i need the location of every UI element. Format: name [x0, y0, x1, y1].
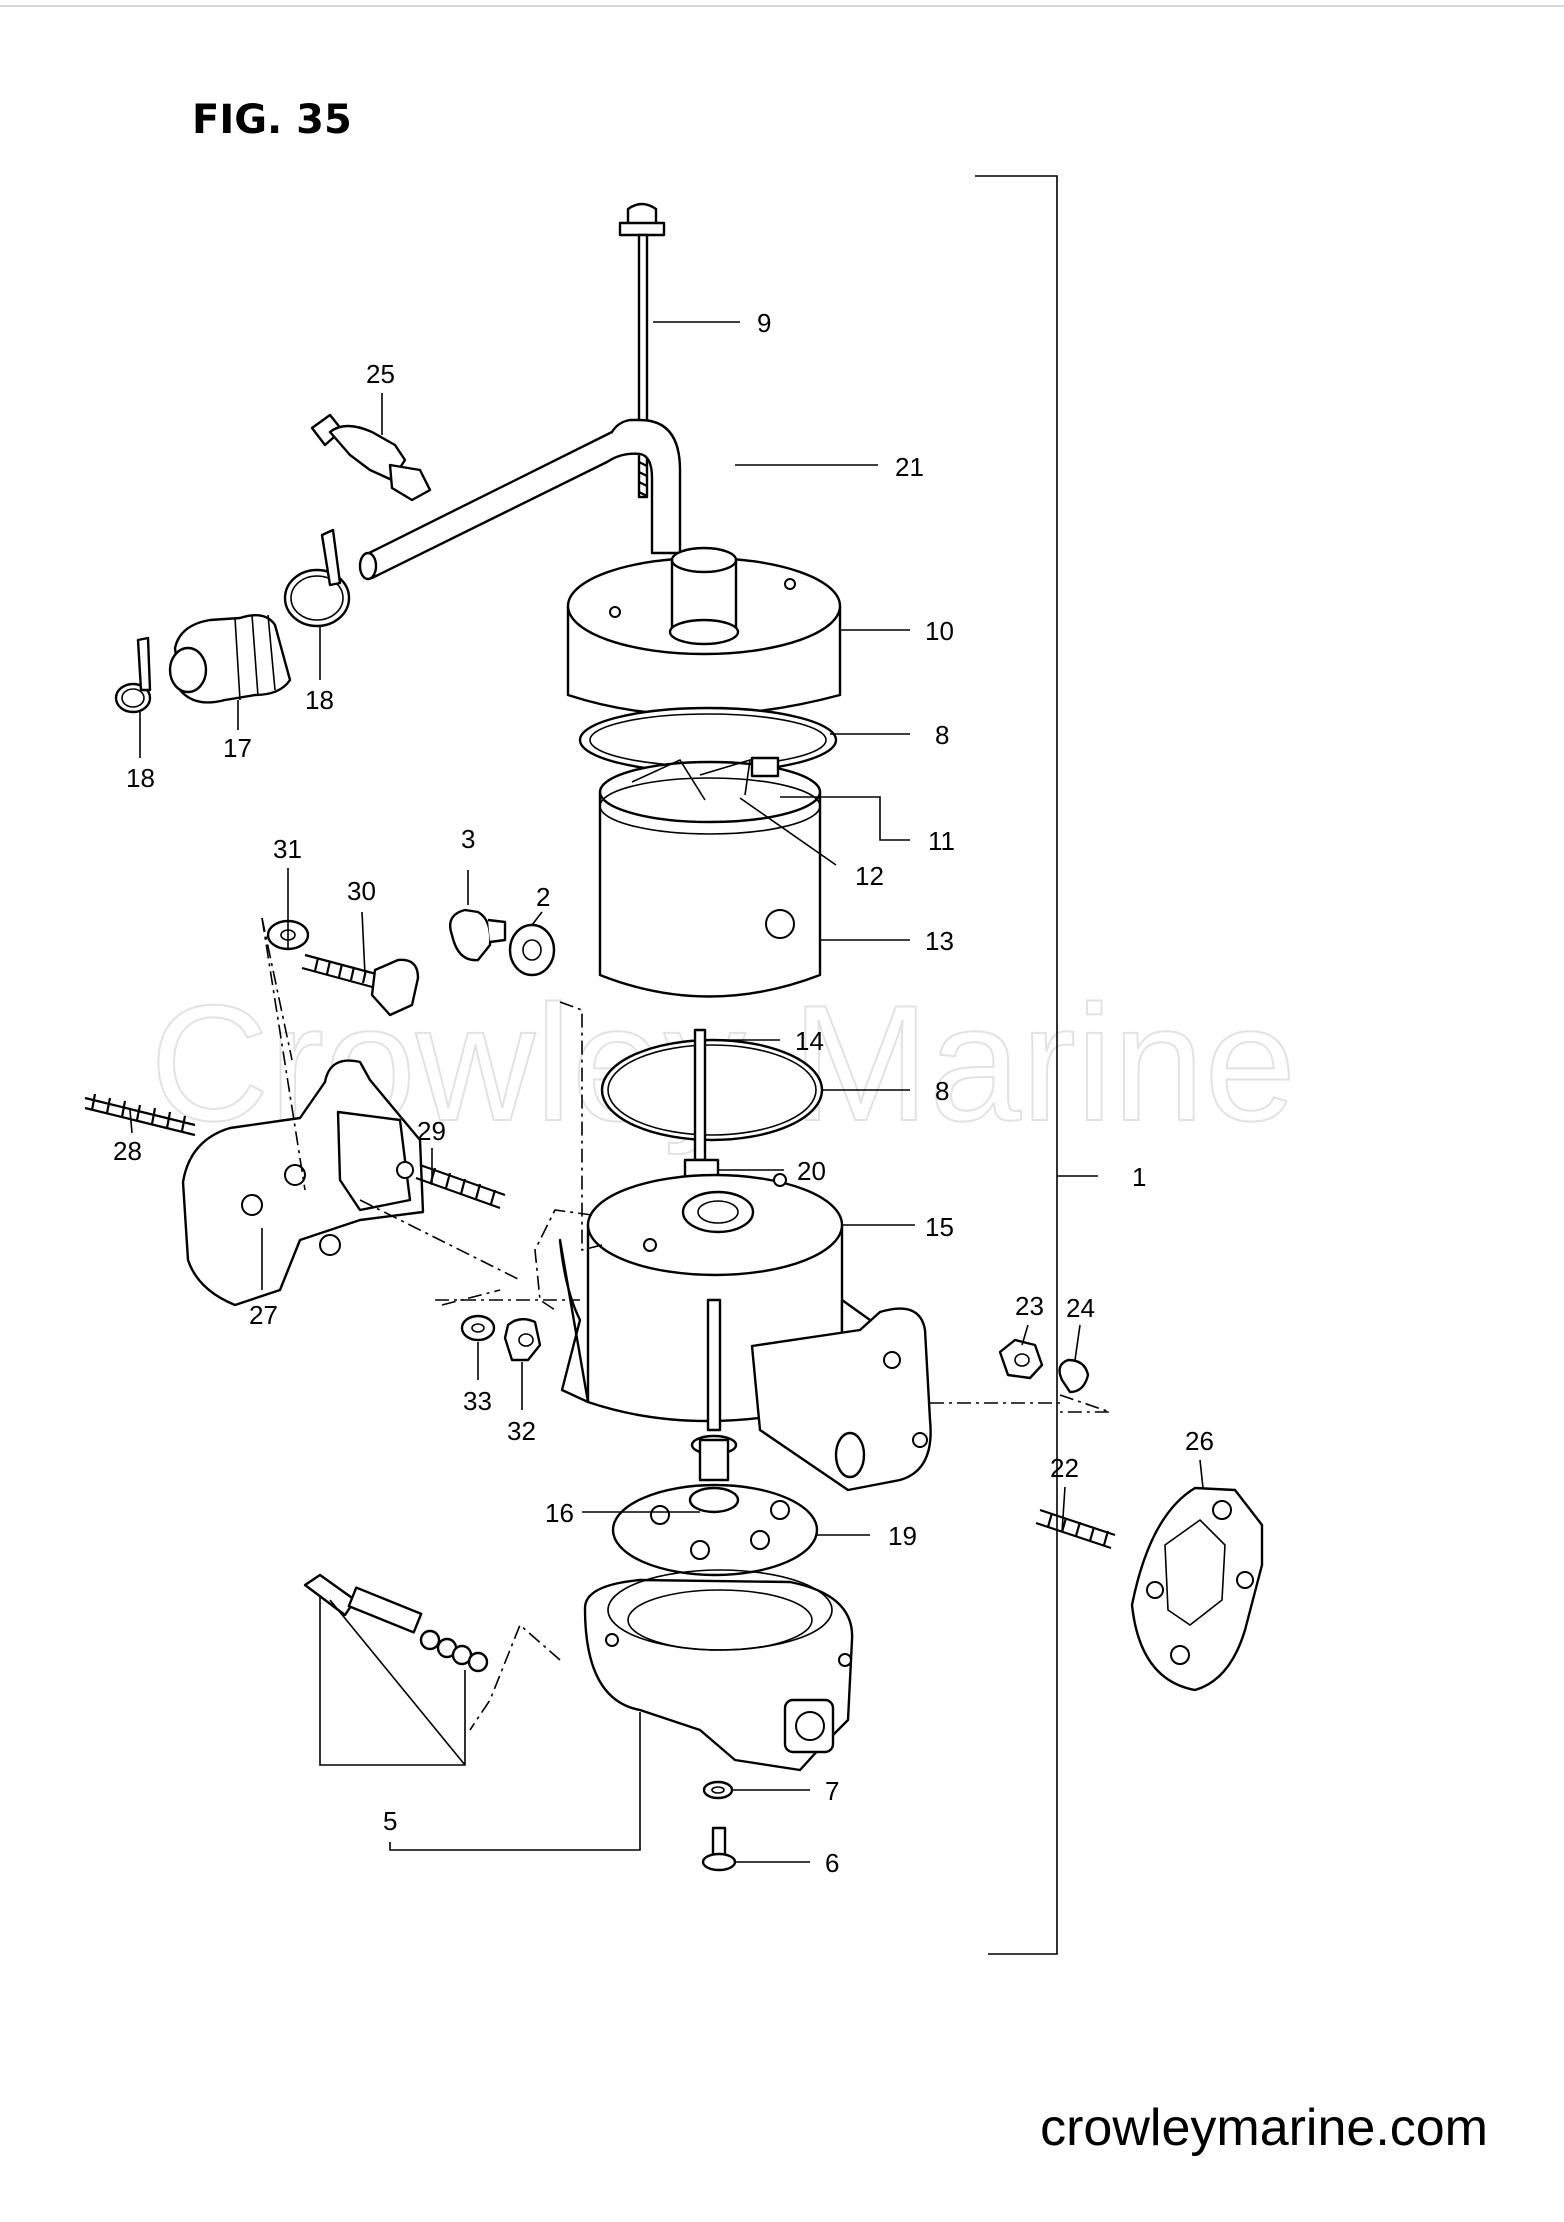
callout-33: 33: [463, 1386, 492, 1416]
callout-14: 14: [795, 1026, 824, 1056]
mounting-flange-26: [1130, 1486, 1264, 1692]
callout-26: 26: [1185, 1426, 1214, 1456]
callout-15: 15: [925, 1212, 954, 1242]
figure-title: FIG. 35: [192, 97, 352, 143]
callout-21: 21: [895, 452, 924, 482]
reservoir-cap: [566, 546, 842, 717]
callout-28: 28: [113, 1136, 142, 1166]
callout-12: 12: [855, 861, 884, 891]
callout-29: 29: [417, 1116, 446, 1146]
callout-16: 16: [545, 1498, 574, 1528]
hose-clamp-18a: [283, 528, 351, 628]
plug-3: [448, 908, 507, 962]
callout-11: 11: [928, 826, 955, 856]
callout-3: 3: [461, 824, 475, 854]
fuel-hose: [358, 418, 682, 581]
callout-23: 23: [1015, 1291, 1044, 1321]
callout-8-lower: 8: [935, 1076, 949, 1106]
hose-clamp-25: [310, 413, 432, 502]
hose-clamp-18b: [114, 636, 152, 714]
callout-labels: 1 2 3 5 6 7 8 8 9 10 11 12 13 14 15 16 1…: [113, 308, 1214, 1878]
valve-spool: [303, 1573, 489, 1673]
assembly-bracket: [975, 175, 1098, 1955]
mounting-flange-27: [181, 1059, 425, 1307]
callout-1: 1: [1132, 1162, 1146, 1192]
callout-20: 20: [797, 1156, 826, 1186]
callout-25: 25: [366, 359, 395, 389]
callout-31: 31: [273, 834, 302, 864]
motor-housing: [598, 756, 822, 998]
leader-lines: [129, 321, 1204, 1863]
callout-2: 2: [536, 882, 550, 912]
stud-28: [84, 1093, 196, 1137]
stud-29: [415, 1163, 506, 1210]
pump-body: [558, 1173, 932, 1492]
callout-10: 10: [925, 616, 954, 646]
callout-27: 27: [249, 1300, 278, 1330]
callout-30: 30: [347, 876, 376, 906]
nut-32: [503, 1317, 542, 1362]
callout-18-left: 18: [126, 763, 155, 793]
bolt-30: [301, 953, 420, 1017]
callout-13: 13: [925, 926, 954, 956]
callout-9: 9: [757, 308, 771, 338]
callout-24: 24: [1066, 1293, 1095, 1323]
guide-lines: [261, 917, 1111, 1731]
valve-plate: [611, 1483, 819, 1577]
rubber-boot: [168, 614, 292, 704]
washer-33: [460, 1314, 496, 1342]
callout-8-upper: 8: [935, 720, 949, 750]
callout-7: 7: [825, 1776, 839, 1806]
callout-32: 32: [507, 1416, 536, 1446]
callout-6: 6: [825, 1848, 839, 1878]
washer-7: [702, 1780, 734, 1800]
washer-2: [508, 923, 556, 977]
nut-23: [998, 1338, 1044, 1380]
callout-18-right: 18: [305, 685, 334, 715]
callout-22: 22: [1050, 1453, 1079, 1483]
o-ring-lower: [600, 1038, 824, 1142]
callout-17: 17: [223, 733, 252, 763]
website-url: crowleymarine.com: [1040, 2099, 1488, 2157]
stud-22: [1035, 1508, 1116, 1550]
screw-6: [701, 1826, 737, 1872]
callout-19: 19: [888, 1521, 917, 1551]
washer-24: [1058, 1358, 1090, 1394]
callout-5: 5: [383, 1806, 397, 1836]
pump-base: [583, 1569, 854, 1772]
